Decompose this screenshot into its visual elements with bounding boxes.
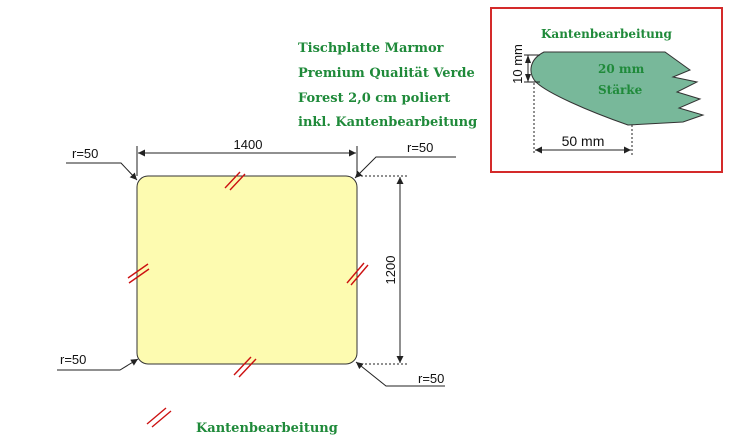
width-dimension: 1400 xyxy=(136,137,358,176)
detail-thickness-line-1: 20 mm xyxy=(598,62,645,76)
title-line-4: inkl. Kantenbearbeitung xyxy=(298,115,477,130)
legend-label: Kantenbearbeitung xyxy=(196,421,338,436)
radius-top-left-leader xyxy=(66,162,138,181)
title-block: Tischplatte Marmor Premium Qualität Verd… xyxy=(298,41,477,130)
radius-bottom-left-leader xyxy=(57,358,139,371)
edge-detail-box: Kantenbearbeitung 20 mm Stärke 10 mm 50 … xyxy=(490,7,723,173)
detail-horizontal-label: 50 mm xyxy=(562,133,605,149)
radius-bottom-left-label: r=50 xyxy=(60,352,86,367)
radius-bottom-right-leader xyxy=(355,361,445,387)
table-plate xyxy=(136,175,358,365)
edge-mark-top xyxy=(224,171,246,191)
edge-mark-right xyxy=(346,262,369,286)
detail-title: Kantenbearbeitung xyxy=(541,27,673,41)
radius-top-right: r=50 xyxy=(354,140,456,179)
legend-mark xyxy=(146,407,172,428)
title-line-3: Forest 2,0 cm poliert xyxy=(298,91,450,106)
detail-thickness-line-2: Stärke xyxy=(598,83,643,97)
edge-mark-left xyxy=(127,263,150,284)
radius-bottom-left: r=50 xyxy=(57,352,139,371)
edge-profile xyxy=(530,51,705,126)
radius-bottom-right: r=50 xyxy=(355,361,445,387)
height-label: 1200 xyxy=(383,256,398,285)
legend: Kantenbearbeitung xyxy=(146,407,338,436)
title-line-2: Premium Qualität Verde xyxy=(298,66,475,81)
radius-top-right-label: r=50 xyxy=(407,140,433,155)
detail-vertical-arrows xyxy=(525,55,531,82)
radius-top-left-label: r=50 xyxy=(72,146,98,161)
radius-top-right-leader xyxy=(354,156,456,179)
edge-mark-bottom xyxy=(233,356,257,378)
width-label: 1400 xyxy=(234,137,263,152)
radius-bottom-right-label: r=50 xyxy=(418,371,444,386)
detail-vertical-label: 10 mm xyxy=(510,44,525,84)
title-line-1: Tischplatte Marmor xyxy=(298,41,444,56)
height-dimension: 1200 xyxy=(357,175,408,365)
radius-top-left: r=50 xyxy=(66,146,138,181)
